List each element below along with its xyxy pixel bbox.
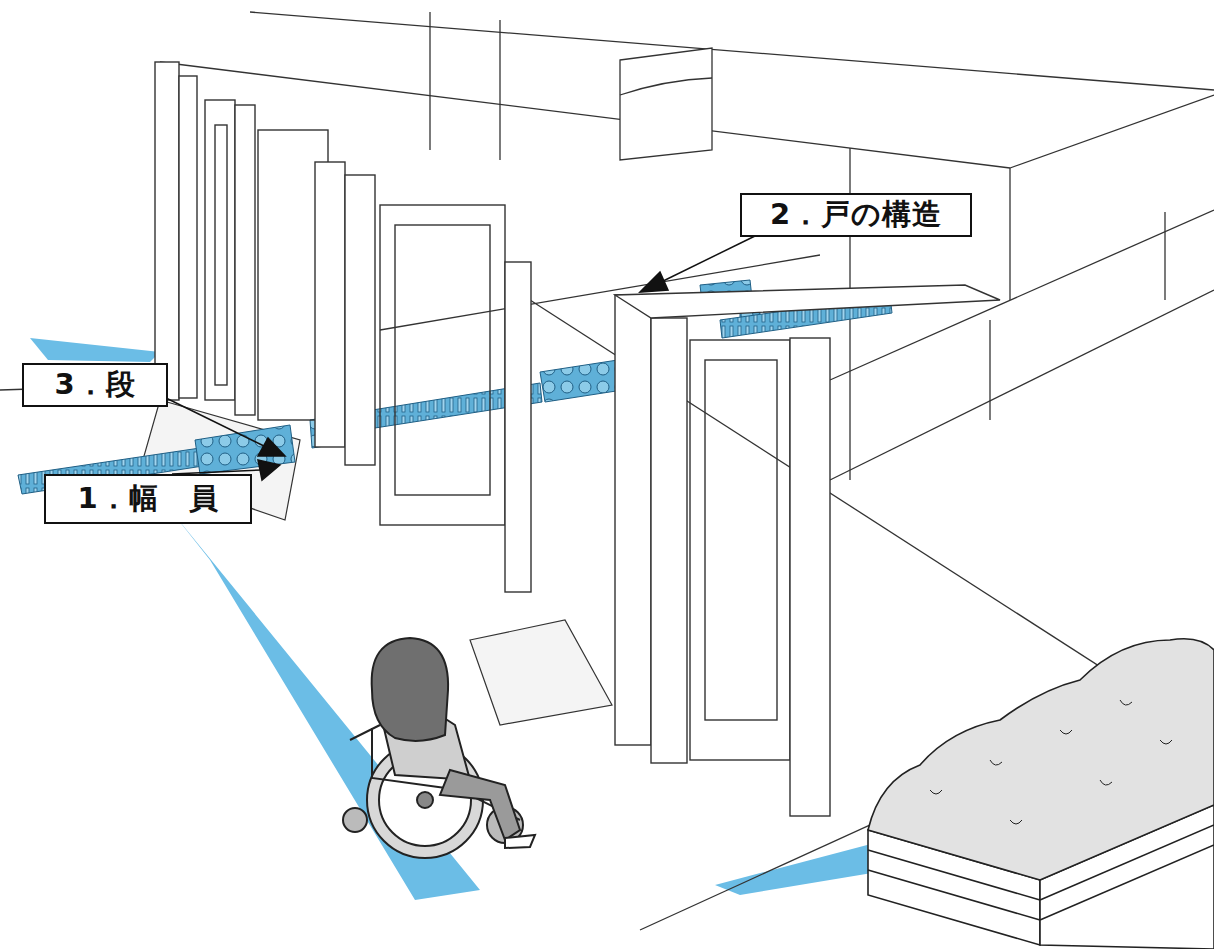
wall-lines bbox=[0, 12, 1214, 930]
wheelchair-user bbox=[350, 725, 380, 740]
wall-lines bbox=[429, 12, 430, 150]
door-frame bbox=[505, 262, 531, 592]
door-frame bbox=[790, 338, 830, 816]
wall-lines bbox=[989, 320, 990, 420]
door-frame bbox=[155, 62, 1000, 816]
leader-arrow bbox=[166, 398, 268, 448]
door-frame bbox=[205, 100, 235, 400]
wall-lines bbox=[1009, 168, 1010, 300]
door-sill bbox=[470, 620, 612, 725]
callout-label: 1．幅 員 bbox=[77, 479, 218, 519]
door-frame bbox=[380, 205, 505, 525]
wall-lines bbox=[1010, 95, 1214, 168]
door-frame bbox=[690, 340, 790, 760]
wall-lines bbox=[250, 12, 1214, 90]
planter bbox=[930, 700, 1172, 824]
floor-light bbox=[30, 338, 160, 362]
leader-arrow bbox=[166, 236, 755, 480]
planter bbox=[868, 639, 1214, 880]
leader-arrow bbox=[258, 460, 280, 480]
door-frame bbox=[179, 76, 197, 398]
wheelchair-user bbox=[372, 638, 448, 741]
callout-box: 3．段 bbox=[22, 363, 168, 407]
door-frame bbox=[315, 162, 345, 447]
wheelchair-user bbox=[505, 835, 535, 848]
ceiling-lamp bbox=[620, 78, 712, 95]
leader-arrow bbox=[655, 236, 755, 285]
door-frame bbox=[615, 295, 651, 745]
leader-arrow bbox=[258, 438, 285, 456]
door-frame bbox=[215, 125, 227, 385]
planter bbox=[868, 870, 1040, 920]
wall-lines bbox=[160, 62, 1010, 168]
callout-box: 2．戸の構造 bbox=[740, 193, 972, 237]
ceiling-lamp bbox=[620, 48, 712, 160]
leader-arrow bbox=[640, 272, 668, 292]
ceiling-lamp bbox=[620, 48, 712, 160]
door-frame bbox=[235, 105, 255, 415]
callout-box: 1．幅 員 bbox=[44, 474, 252, 524]
door-frame bbox=[155, 62, 179, 400]
door-frame bbox=[615, 285, 1000, 318]
floor-light bbox=[172, 512, 480, 900]
wheelchair-user bbox=[343, 638, 535, 858]
wall-lines bbox=[830, 290, 1214, 480]
door-frame bbox=[345, 175, 375, 465]
door-frame bbox=[395, 225, 490, 495]
wall-lines bbox=[1164, 212, 1165, 300]
planter bbox=[868, 639, 1214, 949]
callout-label: 3．段 bbox=[54, 365, 135, 405]
wheelchair-user bbox=[440, 770, 520, 840]
callout-label: 2．戸の構造 bbox=[770, 195, 942, 235]
floor-light bbox=[30, 338, 905, 900]
wheelchair-user bbox=[343, 808, 367, 832]
tactile-paving bbox=[195, 425, 295, 474]
door-frame bbox=[705, 360, 777, 720]
door-frame bbox=[651, 318, 687, 763]
wall-lines bbox=[499, 20, 500, 160]
wheelchair-user bbox=[417, 792, 433, 808]
